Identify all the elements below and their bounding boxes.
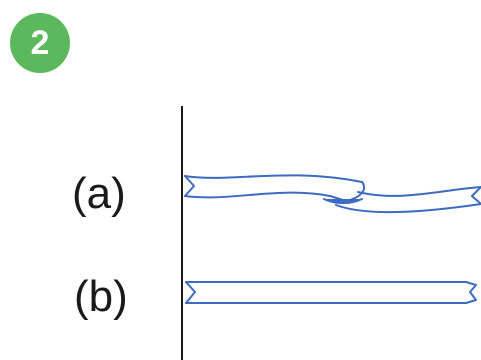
row-label-a: (a): [72, 169, 126, 218]
step-number-badge: 2: [10, 13, 70, 73]
wavy-ribbon-a: [184, 174, 481, 214]
vertical-axis-line: [181, 106, 183, 360]
flat-ribbon-b: [185, 281, 477, 304]
row-label-b: (b): [74, 272, 128, 321]
